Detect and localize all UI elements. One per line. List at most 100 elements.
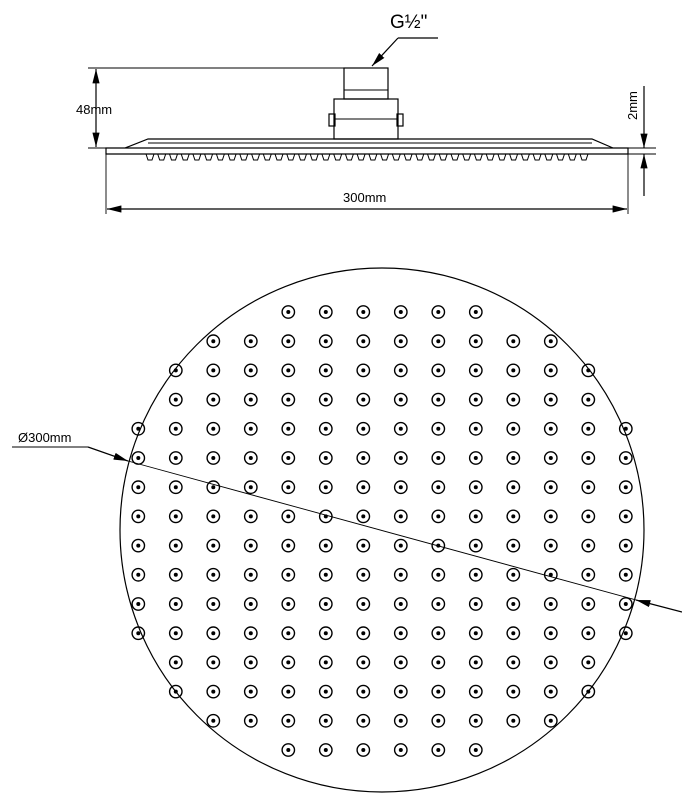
- nozzle-center: [436, 310, 441, 314]
- nozzle: [506, 597, 521, 611]
- nozzle-center: [436, 660, 441, 665]
- nozzle-center: [436, 426, 441, 431]
- nozzle-center: [586, 426, 591, 431]
- nozzle: [468, 392, 483, 407]
- nozzle-center: [248, 339, 253, 344]
- nozzle: [281, 305, 296, 319]
- nozzle-center: [173, 631, 178, 636]
- nozzle-center: [398, 456, 403, 460]
- nozzle-center: [548, 543, 553, 548]
- nozzle: [431, 626, 446, 641]
- nozzle-center: [511, 397, 516, 402]
- nozzle-center: [436, 456, 441, 460]
- nozzle-center: [248, 689, 253, 694]
- nozzle-center: [361, 631, 366, 636]
- nozzle: [356, 567, 371, 582]
- nozzle: [431, 421, 446, 436]
- nozzle-center: [361, 602, 366, 606]
- nozzle-center: [548, 426, 553, 431]
- nozzle: [431, 684, 446, 699]
- nozzle: [131, 597, 146, 611]
- nozzle-center: [211, 572, 216, 577]
- nozzle-center: [623, 602, 628, 606]
- nozzle: [243, 421, 258, 436]
- nozzle: [581, 567, 596, 582]
- side-nozzle: [391, 153, 401, 161]
- nozzle: [281, 538, 296, 553]
- nozzle: [431, 334, 446, 349]
- nozzle: [506, 421, 521, 436]
- nozzle-center: [361, 310, 366, 314]
- nozzle: [243, 655, 258, 670]
- nozzle: [131, 567, 146, 582]
- nozzle-center: [398, 514, 403, 519]
- nozzle: [168, 538, 183, 553]
- nozzle: [356, 334, 371, 349]
- nozzle: [168, 684, 183, 699]
- nozzle: [393, 451, 408, 465]
- nozzle-center: [586, 543, 591, 548]
- side-nozzle: [415, 153, 425, 161]
- nozzle: [506, 713, 521, 728]
- nozzle-center: [248, 456, 253, 460]
- nozzle: [356, 305, 371, 319]
- nozzle: [318, 743, 333, 757]
- nozzle-center: [286, 748, 291, 752]
- nozzle-center: [286, 543, 291, 548]
- nozzle-center: [361, 660, 366, 665]
- nozzle: [468, 567, 483, 582]
- nozzle-center: [361, 514, 366, 519]
- nozzle-center: [248, 485, 253, 490]
- nozzle-center: [473, 748, 478, 752]
- nozzle-center: [548, 485, 553, 490]
- nozzle: [581, 597, 596, 611]
- nozzle: [206, 480, 221, 495]
- height-label: 48mm: [76, 102, 112, 117]
- nozzle-center: [136, 426, 141, 431]
- nozzle: [206, 421, 221, 436]
- side-nozzle: [192, 153, 202, 161]
- nozzle-center: [173, 514, 178, 519]
- nozzle-center: [511, 602, 516, 606]
- nozzle: [168, 392, 183, 407]
- nozzle-center: [323, 456, 328, 460]
- nozzle: [318, 567, 333, 582]
- nozzle: [131, 509, 146, 524]
- nozzle: [468, 597, 483, 611]
- nozzle-center: [398, 543, 403, 548]
- thread-size-label: G½": [390, 12, 427, 33]
- nozzle-center: [511, 339, 516, 344]
- nozzle: [506, 655, 521, 670]
- nozzle: [618, 567, 633, 582]
- nozzle: [506, 451, 521, 465]
- nozzle-center: [398, 426, 403, 431]
- nozzle-center: [211, 718, 216, 723]
- nozzle: [468, 334, 483, 349]
- nozzle: [468, 713, 483, 728]
- nozzle: [168, 421, 183, 436]
- nozzle: [431, 567, 446, 582]
- nozzle: [243, 684, 258, 699]
- nozzle-center: [361, 456, 366, 460]
- nozzle: [543, 392, 558, 407]
- side-nozzle: [579, 153, 589, 161]
- nozzle-center: [211, 397, 216, 402]
- nozzle: [168, 451, 183, 465]
- nozzle: [468, 305, 483, 319]
- nozzle-center: [548, 602, 553, 606]
- nozzle-center: [398, 660, 403, 665]
- width-dimension: 300mm: [105, 154, 629, 214]
- nozzle: [356, 392, 371, 407]
- nozzle-center: [211, 543, 216, 548]
- nozzle-center: [473, 514, 478, 519]
- side-nozzle: [262, 153, 272, 161]
- nozzle: [281, 626, 296, 641]
- nozzle: [243, 567, 258, 582]
- nozzle-center: [398, 368, 403, 373]
- nozzle-center: [586, 572, 591, 577]
- nozzle: [581, 392, 596, 407]
- nozzle-center: [548, 660, 553, 665]
- nozzle: [243, 538, 258, 553]
- nozzle: [356, 743, 371, 757]
- nozzle-center: [398, 631, 403, 636]
